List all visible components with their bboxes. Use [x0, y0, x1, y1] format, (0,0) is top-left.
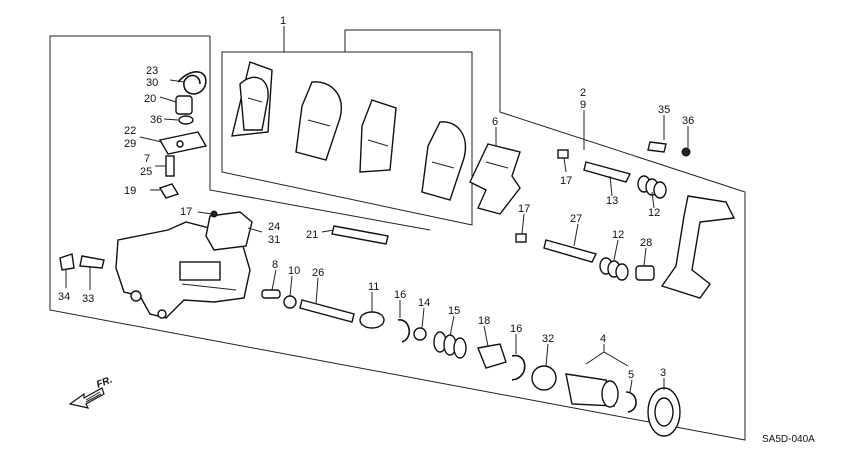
- boot-12a: [637, 175, 667, 199]
- caliper-bracket-group: [515, 141, 736, 299]
- front-direction-label: FR.: [95, 375, 114, 391]
- assembly-boundary: [49, 29, 746, 441]
- circlip-16a: [397, 319, 410, 343]
- callout-6: 6: [492, 116, 498, 128]
- callout-14: 14: [418, 297, 430, 309]
- spring-cover: [175, 95, 193, 115]
- internal-parts-row: [261, 289, 681, 437]
- callout-20: 20: [144, 93, 156, 105]
- callout-25: 25: [140, 166, 152, 178]
- pin-8: [261, 289, 281, 299]
- brake-pad-group: [231, 61, 467, 201]
- callout-8: 8: [272, 259, 278, 271]
- boot-12b: [599, 257, 629, 281]
- bleeder-body: [79, 255, 105, 269]
- callout-12-top: 12: [648, 207, 660, 219]
- bolt-35: [647, 141, 667, 153]
- callout-18: 18: [478, 315, 490, 327]
- callout-12-bottom: 12: [612, 229, 624, 241]
- callout-labels: 1 2 9 23 30 20 36 22 29 7 25 19 6 35 36 …: [58, 15, 694, 381]
- washer-14: [413, 327, 427, 341]
- front-arrow-icon: [68, 387, 105, 409]
- brake-pad-inner-right: [421, 121, 467, 201]
- callout-35: 35: [658, 104, 670, 116]
- brake-pad-inner-left: [295, 81, 342, 161]
- cup-11: [359, 311, 385, 329]
- callout-2: 2: [580, 87, 586, 99]
- callout-36-right: 36: [682, 115, 694, 127]
- callout-15: 15: [448, 305, 460, 317]
- spring-15: [433, 331, 467, 359]
- callout-17-top: 17: [560, 175, 572, 187]
- callout-36-left: 36: [150, 114, 162, 126]
- clip-5: [625, 391, 637, 413]
- lever-nut: [158, 183, 180, 199]
- cable-bracket: [205, 211, 253, 251]
- shaft-26: [299, 299, 355, 323]
- callout-23: 23: [146, 65, 158, 77]
- callout-28: 28: [640, 237, 652, 249]
- front-direction-indicator: FR.: [68, 375, 114, 409]
- washer-36: [681, 147, 691, 157]
- brake-pad-outer-left: [231, 61, 273, 137]
- circlip-16b: [511, 355, 526, 381]
- callout-13: 13: [606, 195, 618, 207]
- pad-set-frame: [221, 51, 473, 226]
- bolt-17b: [515, 233, 527, 243]
- leader-lines: [65, 26, 689, 393]
- caliper-body: [115, 210, 253, 319]
- callout-27: 27: [570, 213, 582, 225]
- callout-7: 7: [144, 153, 150, 165]
- bushing-28: [635, 265, 655, 281]
- bleeder-cap: [59, 253, 75, 271]
- seal-32: [531, 365, 557, 391]
- bolt-17a: [557, 149, 569, 159]
- diagram-code: SA5D-040A: [762, 434, 815, 445]
- callout-9: 9: [580, 99, 586, 111]
- o-ring-10: [283, 295, 297, 309]
- piston-4: [565, 373, 619, 408]
- washer: [178, 115, 194, 125]
- callout-32: 32: [542, 333, 554, 345]
- callout-5: 5: [628, 369, 634, 381]
- callout-16-right: 16: [510, 323, 522, 335]
- pad-spring-clip: [331, 225, 389, 245]
- bleeder-screw: [59, 253, 105, 271]
- boot-3: [647, 387, 681, 437]
- callout-10: 10: [288, 265, 300, 277]
- callout-26: 26: [312, 267, 324, 279]
- callout-22: 22: [124, 125, 136, 137]
- callout-34: 34: [58, 291, 70, 303]
- pad-shim-part: [469, 143, 521, 215]
- parking-brake-parts: [158, 71, 208, 199]
- callout-21: 21: [306, 229, 318, 241]
- guide-pin-27: [543, 239, 598, 263]
- callout-29: 29: [124, 138, 136, 150]
- callout-30: 30: [146, 77, 158, 89]
- callout-16-left: 16: [394, 289, 406, 301]
- brake-pad-outer-right: [359, 99, 397, 173]
- callout-33: 33: [82, 293, 94, 305]
- callout-4: 4: [600, 333, 606, 345]
- callout-24: 24: [268, 221, 280, 233]
- callout-1: 1: [280, 15, 286, 27]
- lever-pin: [165, 155, 175, 177]
- callout-17-left: 17: [180, 206, 192, 218]
- guide-pin-13: [583, 161, 632, 183]
- callout-3: 3: [660, 367, 666, 379]
- caliper-bracket: [660, 195, 736, 299]
- callout-11: 11: [368, 281, 379, 293]
- return-spring: [177, 71, 207, 95]
- adjuster-nut-18: [477, 343, 507, 369]
- callout-31: 31: [268, 234, 280, 246]
- callout-19: 19: [124, 185, 136, 197]
- callout-17-mid: 17: [518, 203, 530, 215]
